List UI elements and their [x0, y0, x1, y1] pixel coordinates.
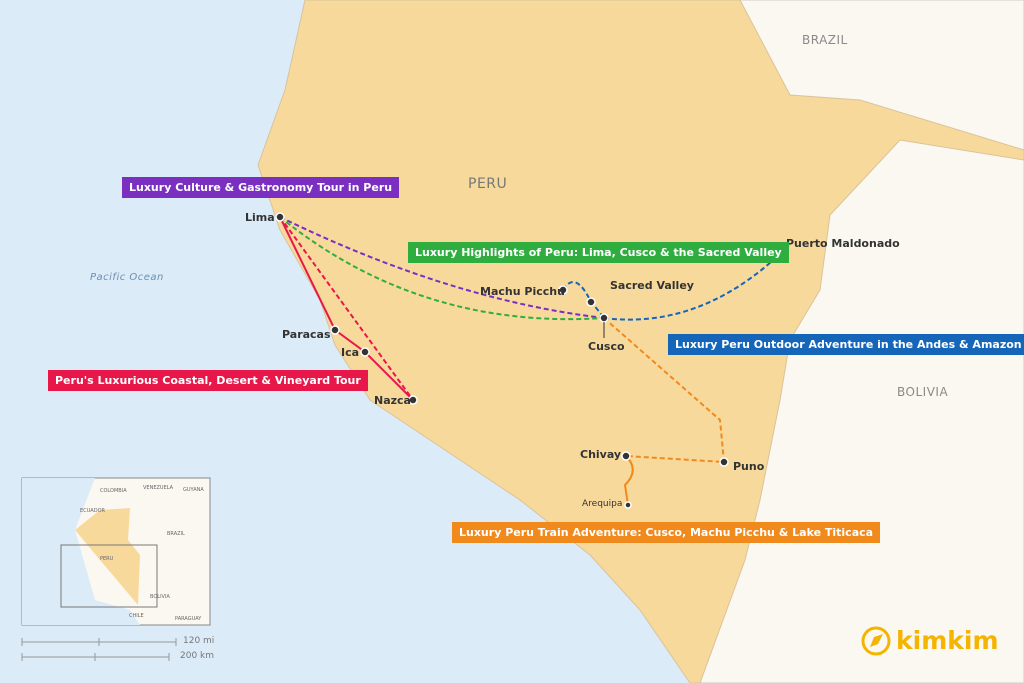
inset-colombia: COLOMBIA	[100, 488, 127, 494]
inset-chile: CHILE	[129, 613, 144, 619]
ocean-label: Pacific Ocean	[90, 272, 164, 283]
city-puno: Puno	[733, 460, 765, 473]
route-purple	[279, 216, 605, 319]
city-cusco: Cusco	[588, 340, 625, 353]
city-nazca: Nazca	[374, 394, 411, 407]
city-puerto-maldonado: Puerto Maldonado	[786, 237, 900, 250]
route-red-flight	[279, 216, 414, 401]
inset-map	[21, 477, 211, 626]
inset-venezuela: VENEZUELA	[143, 485, 174, 491]
inset-peru: PERU	[100, 556, 114, 562]
scale-miles: 120 mi	[183, 636, 215, 646]
tour-label-train[interactable]: Luxury Peru Train Adventure: Cusco, Mach…	[452, 522, 881, 543]
tour-label-culture[interactable]: Luxury Culture & Gastronomy Tour in Peru	[122, 177, 400, 198]
city-paracas: Paracas	[282, 328, 331, 341]
land-peru	[257, 0, 1024, 683]
country-bolivia: BOLIVIA	[897, 385, 949, 399]
tour-label-coastal[interactable]: Peru's Luxurious Coastal, Desert & Viney…	[48, 370, 368, 391]
inset-guyana: GUYANA	[183, 487, 204, 493]
route-blue	[603, 251, 783, 321]
inset-bolivia: BOLIVIA	[150, 594, 170, 600]
country-brazil: BRAZIL	[802, 33, 848, 47]
inset-paraguay: PARAGUAY	[175, 616, 202, 622]
city-arequipa: Arequipa	[582, 499, 623, 509]
inset-ecuador: ECUADOR	[80, 508, 105, 514]
tour-label-highlights[interactable]: Luxury Highlights of Peru: Lima, Cusco &…	[408, 242, 789, 263]
city-ica: Ica	[341, 346, 360, 359]
city-chivay: Chivay	[580, 448, 622, 461]
inset-brazil: BRAZIL	[167, 531, 185, 537]
country-peru: PERU	[468, 176, 508, 192]
scale-km: 200 km	[180, 651, 215, 661]
route-green	[279, 216, 605, 321]
route-red-drive	[279, 216, 414, 401]
brand-logo: kimkim	[896, 626, 999, 655]
city-lima: Lima	[245, 211, 275, 224]
compass-icon	[861, 626, 891, 656]
city-sacred-valley: Sacred Valley	[610, 279, 694, 292]
tour-label-outdoor[interactable]: Luxury Peru Outdoor Adventure in the And…	[668, 334, 1024, 355]
city-machu-picchu: Machu Picchu	[480, 285, 565, 298]
